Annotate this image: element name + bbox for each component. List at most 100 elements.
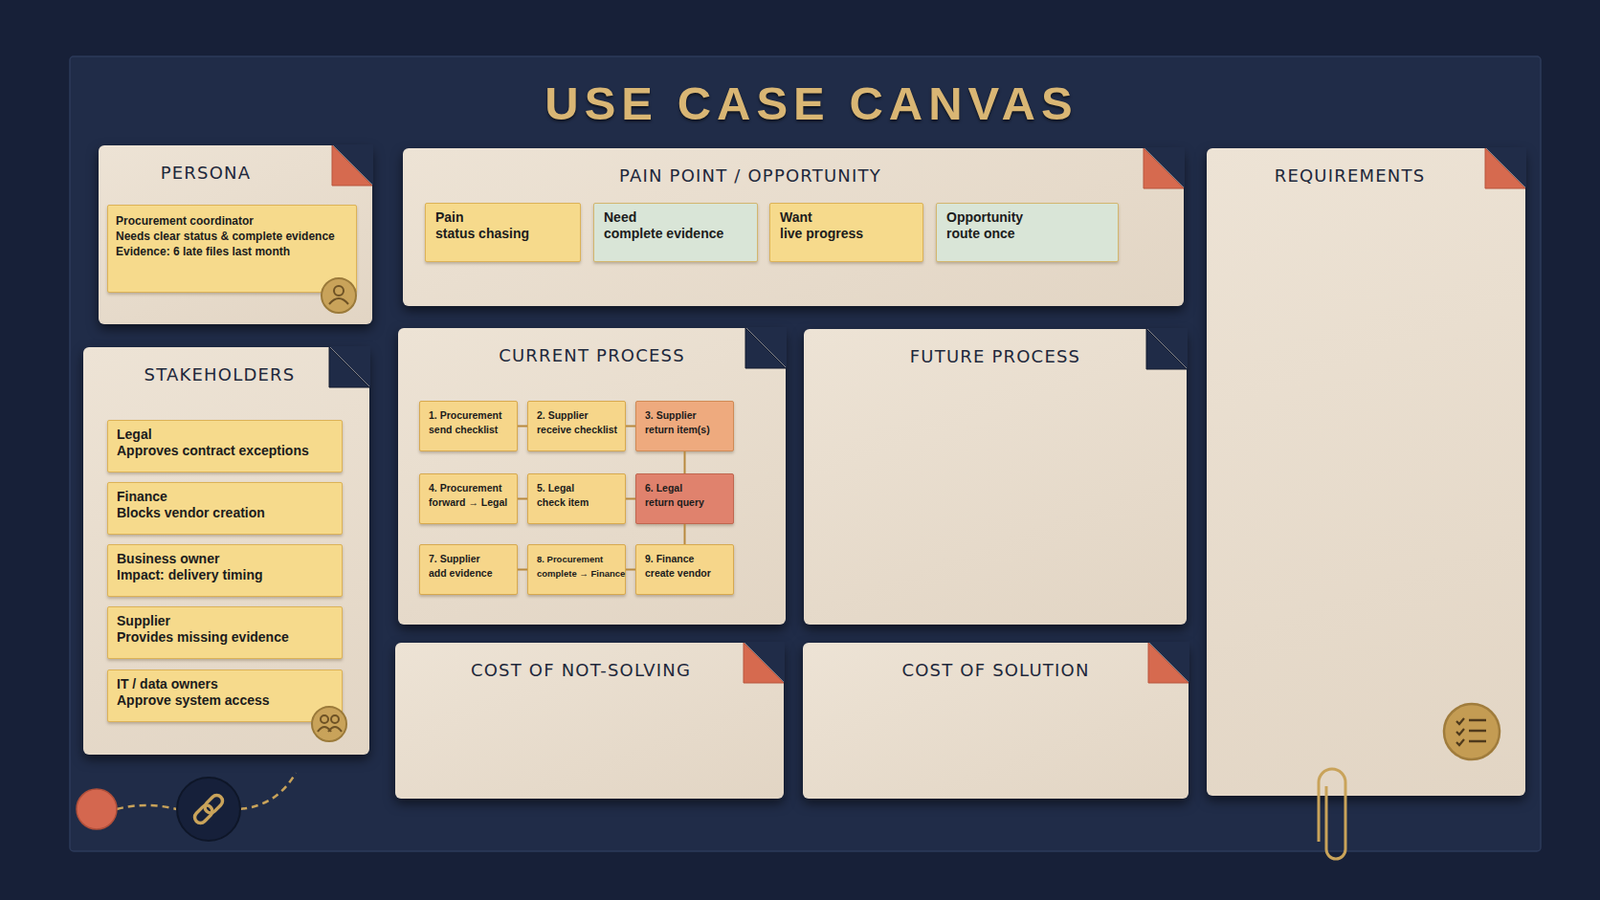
note-text: check item: [536, 495, 622, 511]
corner-cut: [1485, 147, 1527, 189]
people-glyph: [317, 727, 342, 733]
note-text: 2. Supplier: [536, 408, 622, 423]
note-text: IT / data owners: [116, 676, 334, 693]
note-text: live progress: [779, 225, 913, 243]
note-text: complete → Finance: [536, 566, 622, 581]
link-ring: [202, 793, 225, 816]
note-text: 1. Procurement: [428, 408, 513, 423]
canvas-card: FUTURE PROCESS: [803, 329, 1187, 625]
process-step: 1. Procurementsend checklist: [419, 400, 518, 452]
corner-cut: [1146, 328, 1188, 370]
card-heading: COST OF SOLUTION: [802, 643, 1189, 682]
canvas-card: COST OF NOT-SOLVING: [395, 643, 784, 800]
sticky-note: Opportunityroute once: [935, 202, 1119, 263]
note-text: Impact: delivery timing: [116, 567, 334, 584]
note-text: 9. Finance: [644, 552, 730, 567]
note-text: Provides missing evidence: [116, 629, 334, 646]
process-step: 3. Supplierreturn item(s): [635, 400, 734, 452]
process-step: 4. Procurementforward → Legal: [419, 473, 518, 525]
process-connector: [684, 524, 687, 545]
note-text: complete evidence: [603, 225, 748, 243]
corner-flap: [1148, 643, 1189, 684]
person-glyph: [329, 298, 349, 305]
note-text: Pain: [435, 209, 571, 226]
sticky-note: LegalApproves contract exceptions: [107, 420, 343, 473]
card-heading: REQUIREMENTS: [1206, 148, 1526, 187]
canvas-card: PAIN POINT / OPPORTUNITYPainstatus chasi…: [402, 148, 1184, 307]
sticky-note: Business ownerImpact: delivery timing: [107, 544, 343, 598]
canvas-card: STAKEHOLDERS LegalApproves contract excep…: [83, 347, 370, 756]
process-connector: [625, 569, 636, 572]
canvas-card: PERSONA Procurement coordinatorNeeds clea…: [98, 145, 373, 325]
corner-flap: [1146, 329, 1187, 370]
note-text: add evidence: [428, 566, 513, 581]
note-text: route once: [946, 225, 1109, 243]
sticky-note: Procurement coordinatorNeeds clear statu…: [107, 204, 357, 293]
check-marks: [1456, 718, 1465, 746]
dashed-link: [116, 805, 178, 810]
process-step: 2. Supplierreceive checklist: [527, 400, 626, 452]
corner-cut: [745, 327, 787, 369]
process-connector: [625, 498, 636, 501]
sticky-note: IT / data ownersApprove system access: [107, 669, 343, 723]
note-text: return query: [644, 495, 730, 511]
people-glyph: [320, 715, 329, 724]
list-lines: [1468, 720, 1487, 742]
note-text: 7. Supplier: [428, 552, 513, 567]
canvas-card: CURRENT PROCESS 1. Procurementsend checkl…: [398, 328, 786, 625]
note-text: Procurement coordinator: [115, 213, 349, 229]
link-badge: [177, 777, 241, 842]
note-text: send checklist: [428, 422, 513, 438]
gold-coin: [321, 278, 356, 313]
corner-flap: [745, 328, 786, 369]
process-step: 9. Financecreate vendor: [635, 544, 734, 596]
note-text: forward → Legal: [428, 495, 513, 511]
note-text: Approve system access: [116, 692, 334, 710]
note-text: Evidence: 6 late files last month: [115, 244, 349, 260]
corner-cut: [743, 642, 785, 684]
corner-cut: [1143, 147, 1185, 189]
paperclip: [1318, 769, 1346, 860]
process-connector: [517, 498, 528, 501]
card-heading: FUTURE PROCESS: [803, 329, 1187, 368]
note-text: 3. Supplier: [644, 408, 730, 423]
corner-cut: [1148, 642, 1190, 684]
dashed-link: [240, 773, 296, 810]
note-text: return item(s): [644, 422, 730, 438]
sticky-note: Wantlive progress: [769, 202, 924, 263]
note-text: create vendor: [644, 566, 730, 581]
canvas-card: REQUIREMENTS: [1206, 148, 1526, 797]
note-text: 8. Procurement: [536, 552, 622, 567]
card-heading: PAIN POINT / OPPORTUNITY: [402, 148, 1184, 187]
note-text: 6. Legal: [644, 481, 730, 496]
note-text: Opportunity: [946, 209, 1109, 226]
card-heading: PERSONA: [98, 145, 373, 184]
sticky-note: Needcomplete evidence: [593, 202, 758, 263]
process-step: 7. Supplieradd evidence: [419, 544, 518, 596]
red-dot: [76, 789, 117, 830]
corner-flap: [1485, 148, 1526, 189]
card-heading: STAKEHOLDERS: [83, 347, 370, 386]
corner-flap: [329, 347, 370, 388]
canvas-card: COST OF SOLUTION: [802, 643, 1189, 800]
corner-cut: [329, 346, 371, 388]
process-connector: [684, 451, 687, 474]
note-text: Need: [603, 209, 748, 226]
checklist-coin: [1444, 704, 1500, 760]
card-heading: COST OF NOT-SOLVING: [395, 643, 784, 682]
process-step: 6. Legalreturn query: [635, 473, 734, 525]
process-connector: [517, 425, 528, 428]
note-text: Want: [779, 209, 913, 226]
process-connector: [517, 569, 528, 572]
board-panel: [69, 56, 1541, 852]
card-heading: CURRENT PROCESS: [398, 328, 786, 367]
note-text: Needs clear status & complete evidence: [115, 228, 349, 245]
note-text: Finance: [116, 488, 334, 506]
note-text: receive checklist: [536, 422, 622, 438]
link-glyph: [192, 793, 225, 826]
gold-coin: [311, 707, 347, 742]
